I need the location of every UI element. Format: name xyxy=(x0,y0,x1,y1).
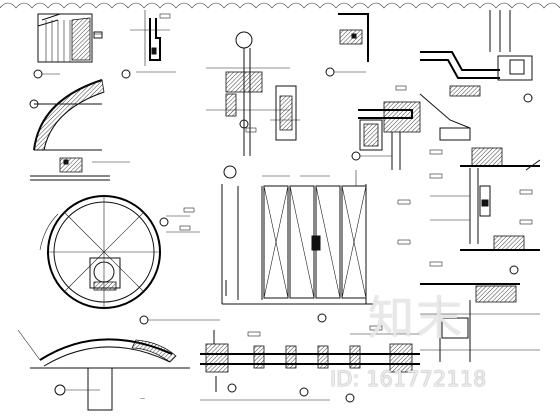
door-elevation xyxy=(139,165,374,325)
detail-horizontal-section xyxy=(200,330,420,403)
detail-threshold-section xyxy=(420,283,540,362)
detail-panel-elevation xyxy=(33,13,103,79)
watermark-id-label: ID: 161772118 xyxy=(330,367,487,391)
revision-cloud-top xyxy=(0,2,560,9)
detail-channel-section xyxy=(420,10,533,103)
detail-bracket-section xyxy=(206,31,300,156)
detail-window-head xyxy=(351,93,471,170)
dome-callout-mark: — xyxy=(140,396,145,402)
detail-sill-section xyxy=(430,147,541,275)
dimension-tags xyxy=(93,13,533,337)
detail-mullion-section xyxy=(325,13,369,77)
detail-curved-panel xyxy=(29,79,130,181)
detail-stepped-section xyxy=(121,10,176,79)
detail-circular-plan xyxy=(39,195,200,309)
watermark-brand: 知末 xyxy=(368,291,464,345)
detail-dome-section: — xyxy=(17,329,190,411)
